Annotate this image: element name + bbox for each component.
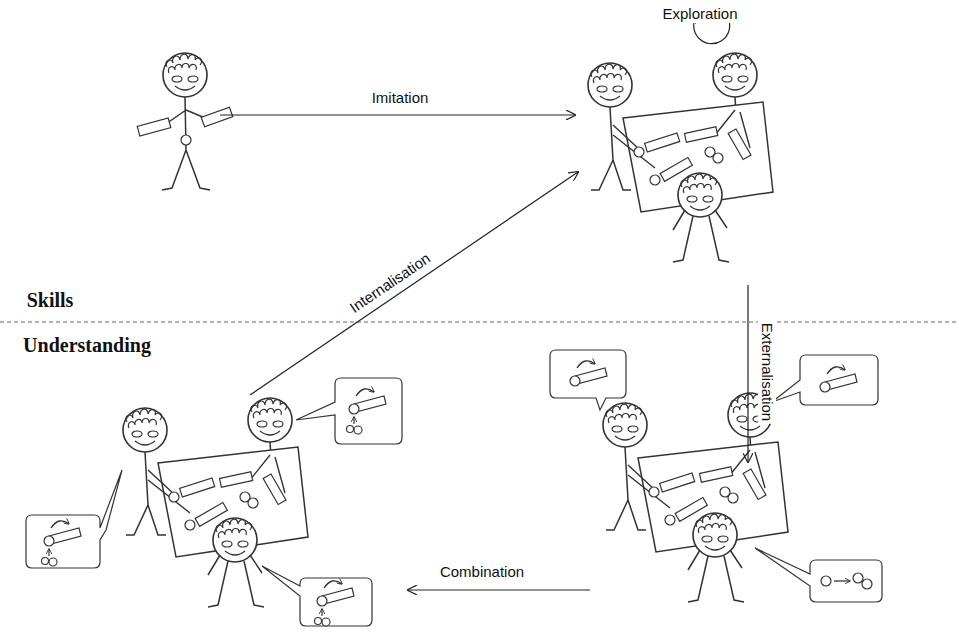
band-label: Skills <box>27 288 74 312</box>
group-scene <box>588 53 773 262</box>
speech-bubble <box>26 378 402 626</box>
speech-bubble <box>550 350 882 602</box>
step-label: Internalisation <box>344 248 436 319</box>
step-label: Imitation <box>372 89 429 107</box>
step-label: Exploration <box>659 5 740 23</box>
divider-line <box>0 322 959 323</box>
step-label: Externalisation <box>758 320 776 424</box>
band-label: Understanding <box>23 333 151 357</box>
process-arrow <box>220 14 748 590</box>
step-label: Combination <box>440 563 524 581</box>
group-scene <box>603 393 788 602</box>
single-figure <box>137 53 233 190</box>
